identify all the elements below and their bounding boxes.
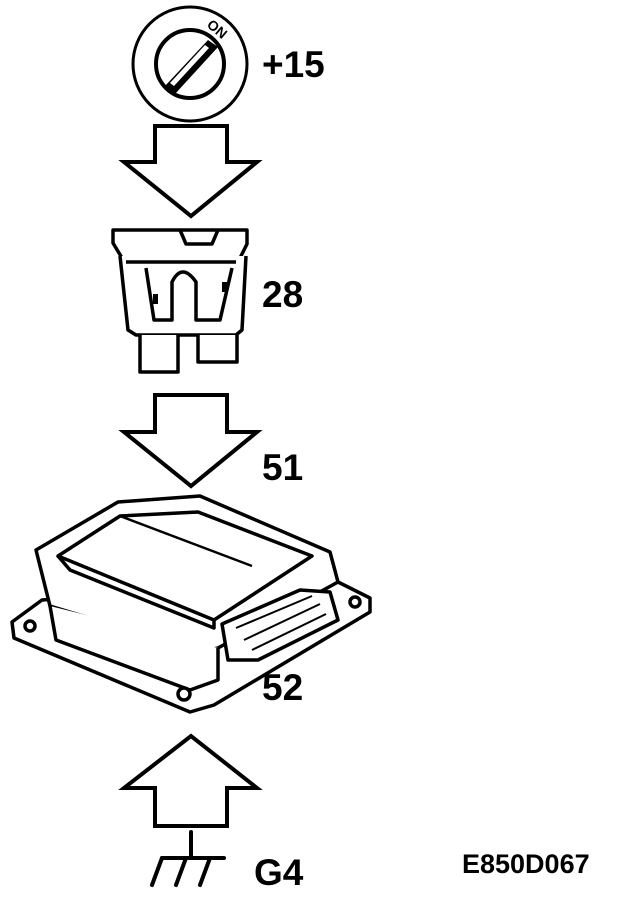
blade-fuse-icon bbox=[111, 228, 249, 374]
control-module-icon bbox=[10, 494, 372, 714]
down-arrow-icon bbox=[118, 124, 263, 219]
wire-label: 51 bbox=[262, 447, 304, 488]
ground-label: G4 bbox=[254, 852, 304, 893]
ignition-switch-icon: ON bbox=[131, 5, 249, 123]
figure-code: E850D067 bbox=[462, 849, 590, 879]
fuse-label: 28 bbox=[262, 274, 304, 315]
ground-symbol-icon bbox=[150, 830, 226, 887]
down-arrow-icon bbox=[118, 393, 263, 489]
up-arrow-icon bbox=[118, 733, 263, 828]
module-label: 52 bbox=[262, 667, 304, 708]
ignition-label: +15 bbox=[262, 44, 325, 85]
